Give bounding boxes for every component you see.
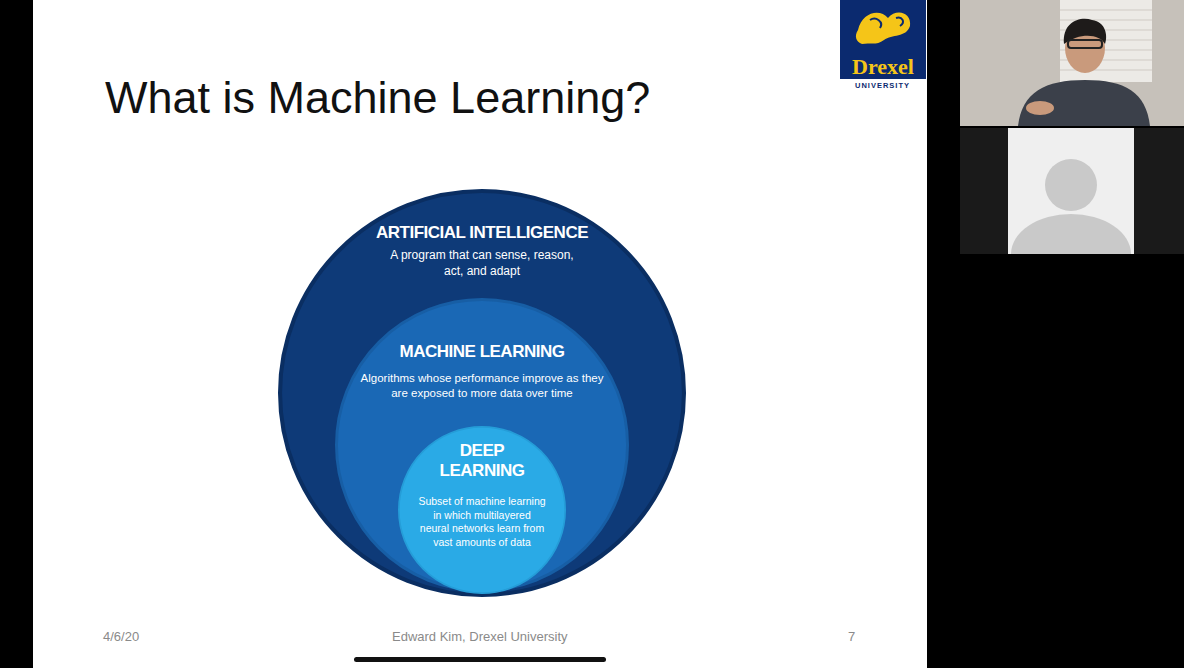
circle-description: Algorithms whose performance improve as … [355, 371, 610, 401]
person-hand [1026, 101, 1054, 115]
circle-heading: ARTIFICIAL INTELLIGENCE [351, 223, 613, 243]
avatar-head [1045, 159, 1097, 211]
logo-panel [840, 0, 926, 79]
slide-footer: Edward Kim, Drexel University [392, 629, 568, 644]
home-indicator [354, 657, 606, 662]
circle-heading: MACHINE LEARNING [372, 342, 592, 362]
person-glasses [1068, 40, 1102, 48]
slide-background [33, 0, 927, 668]
person-shirt [1018, 80, 1150, 126]
dragon-emblem [856, 12, 910, 44]
ml-circle: MACHINE LEARNING Algorithms whose perform… [335, 298, 629, 592]
logo-background [840, 0, 926, 92]
avatar-shoulders [1011, 214, 1131, 254]
logo-subtitle: UNIVERSITY [855, 81, 910, 90]
slide-date: 4/6/20 [103, 629, 139, 644]
webcam-background [960, 0, 1184, 126]
circle-description: A program that can sense, reason, act, a… [382, 248, 582, 279]
circle-description: Subset of machine learning in which mult… [418, 495, 546, 550]
window-blinds [1060, 0, 1152, 82]
slide-number: 7 [848, 629, 855, 644]
dragon-detail [870, 18, 903, 28]
slide-title: What is Machine Learning? [105, 72, 650, 124]
dl-circle: DEEP LEARNING Subset of machine learning … [398, 426, 566, 594]
logo-wordmark: Drexel [852, 54, 914, 80]
ai-circle: ARTIFICIAL INTELLIGENCE A program that ca… [278, 189, 686, 597]
circle-heading: DEEP LEARNING [437, 441, 527, 480]
